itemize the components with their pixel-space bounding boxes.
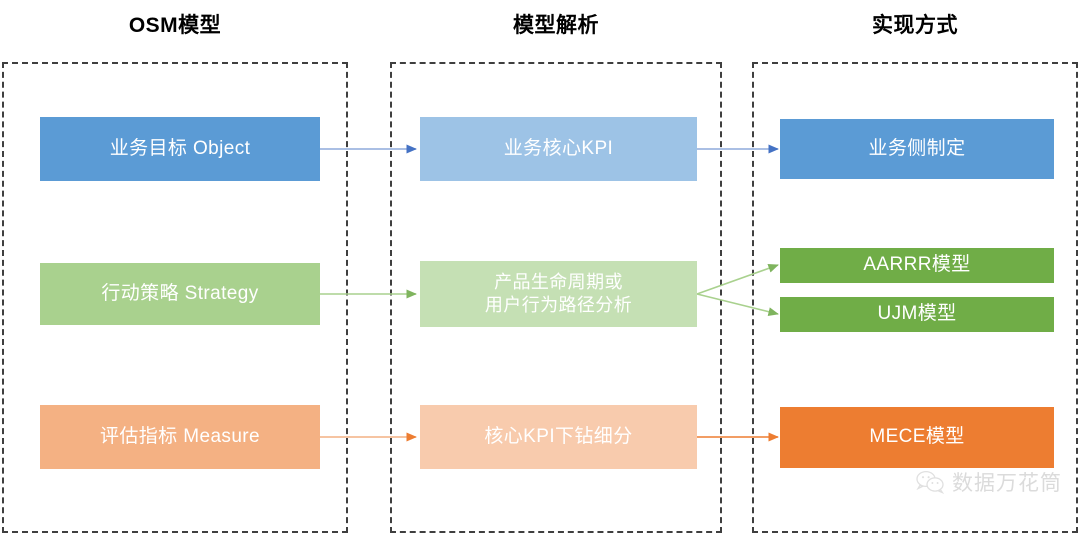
node-aarrr-model[interactable]: AARRR模型 [780,248,1054,283]
node-lifecycle-path[interactable]: 产品生命周期或 用户行为路径分析 [420,261,697,327]
node-kpi-drilldown[interactable]: 核心KPI下钻细分 [420,405,697,469]
node-ujm-model[interactable]: UJM模型 [780,297,1054,332]
column-title-parse: 模型解析 [513,14,599,37]
group-frame-osm [2,62,348,533]
node-business-side-definition[interactable]: 业务侧制定 [780,119,1054,179]
node-business-object[interactable]: 业务目标 Object [40,117,320,181]
node-core-kpi[interactable]: 业务核心KPI [420,117,697,181]
column-title-osm: OSM模型 [128,14,222,37]
node-mece-model[interactable]: MECE模型 [780,407,1054,468]
node-measure-metric[interactable]: 评估指标 Measure [40,405,320,469]
watermark: 数据万花筒 [915,467,1062,497]
wechat-icon [916,470,945,494]
watermark-text: 数据万花筒 [952,472,1062,495]
node-action-strategy[interactable]: 行动策略 Strategy [40,263,320,325]
column-title-impl: 实现方式 [872,14,958,37]
